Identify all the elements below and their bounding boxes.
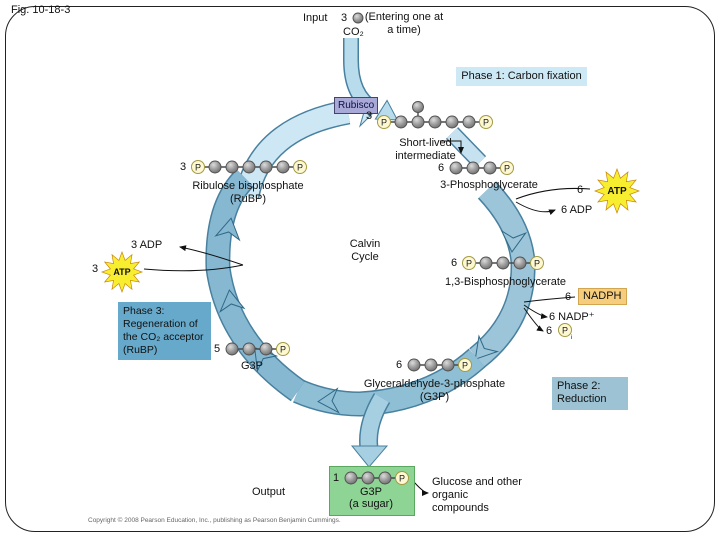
molecule-3pga: 6 P (438, 159, 517, 177)
left-band (206, 170, 305, 401)
rubp-name: Ribulose bisphosphate (RuBP) (192, 180, 304, 205)
copyright-notice: Copyright © 2008 Pearson Education, Inc.… (88, 517, 341, 524)
pga-name: 3-Phosphoglycerate (440, 179, 538, 191)
arrow-to-pi (523, 307, 544, 332)
nadph-count: 6 (565, 291, 572, 303)
input-count: 3 (341, 12, 348, 24)
adp6-label: 6 ADP (561, 204, 593, 216)
intermediate-bracket-arrow (440, 140, 464, 154)
line-to-nadph (523, 296, 576, 303)
g3p-left-name: G3P (241, 360, 264, 372)
cycle-title: Calvin Cycle (349, 238, 381, 263)
svg-text:P: P (297, 163, 303, 173)
pi-symbol: P (562, 326, 568, 336)
atp6-count: 6 (577, 184, 584, 196)
glucose-label: Glucose and other organic compounds (432, 476, 522, 514)
adp3-label: 3 ADP (131, 239, 163, 251)
output-box-title: G3P (359, 486, 382, 498)
arrow-to-glucose (413, 481, 429, 496)
svg-text:P: P (483, 118, 489, 128)
rubisco-label: Rubisco (334, 97, 379, 114)
arrow-to-nadp (523, 304, 548, 320)
svg-text:P: P (534, 259, 540, 269)
svg-text:P: P (280, 345, 286, 355)
molecule-chain: P (342, 469, 412, 487)
bottom-band-chevron (317, 387, 340, 414)
atp-star-right: ATP (594, 168, 640, 214)
line-from-atp3 (143, 264, 244, 272)
g3p-right-name: Glyceraldehyde-3-phosphate (G3P) (363, 378, 506, 403)
molecule-chain: P (223, 340, 293, 358)
output-label: Output (252, 486, 286, 498)
arrow-to-adp3 (179, 245, 244, 266)
molecule-count: 6 (451, 257, 458, 269)
molecule-count: 6 (396, 359, 403, 371)
phase1-box: Phase 1: Carbon fixation (456, 67, 587, 86)
molecule-g3p-six: 6 P (396, 356, 475, 374)
bpg-name: 1,3-Bisphosphoglycerate (444, 276, 567, 288)
co2-ball-icon (352, 12, 364, 24)
molecule-output-g3p: 1 P (333, 469, 412, 487)
atp-label: ATP (607, 185, 627, 197)
svg-text:P: P (399, 474, 405, 484)
pi-count: 6 (546, 325, 553, 337)
connector-band (446, 128, 486, 167)
molecule-g3p-five: 5 P (214, 340, 293, 358)
input-label: Input (303, 12, 328, 24)
arrow-to-adp6 (515, 201, 556, 216)
nadp-label: 6 NADP⁺ (549, 311, 595, 323)
phase2-box: Phase 2: Reduction (552, 377, 628, 410)
phase3-box: Phase 3: Regeneration of the CO₂ accepto… (118, 302, 211, 360)
arc-topleft (236, 101, 351, 199)
line-to-atp6 (515, 187, 591, 200)
svg-text:P: P (381, 118, 387, 128)
right-band-arrowhead-2 (474, 334, 500, 360)
molecule-count: 6 (438, 162, 445, 174)
nadph-box: NADPH (578, 288, 627, 305)
molecule-count: 5 (214, 343, 221, 355)
left-band-chevron-2 (219, 289, 246, 313)
co2-label: CO₂ (343, 26, 364, 38)
output-arrowhead-icon (350, 445, 389, 468)
molecule-count: 3 (366, 109, 373, 122)
svg-text:P: P (466, 259, 472, 269)
atp3-count: 3 (92, 263, 99, 275)
molecule-chain: P (447, 159, 517, 177)
svg-text:P: P (195, 163, 201, 173)
slide-border (5, 6, 715, 532)
short-lived-name: Short-lived intermediate (395, 137, 456, 162)
output-box-subtitle: (a sugar) (348, 498, 394, 510)
atp-star-left: ATP (101, 251, 143, 293)
svg-text:P: P (462, 361, 468, 371)
output-arrow (360, 393, 389, 450)
molecule-count: 3 (180, 161, 187, 173)
left-band-chevron-3 (214, 217, 241, 242)
figure-label: Fig. 10-18-3 (11, 4, 71, 16)
input-note: (Entering one at a time) (364, 11, 444, 36)
atp-label: ATP (113, 267, 131, 277)
bottom-band (293, 349, 485, 416)
right-band-arrowhead-1 (500, 229, 528, 253)
pi-subscript: i (571, 334, 572, 341)
pi-circle-icon: P i (558, 323, 572, 341)
molecule-count: 1 (333, 472, 340, 484)
svg-text:P: P (504, 164, 510, 174)
molecule-chain: P (405, 356, 475, 374)
